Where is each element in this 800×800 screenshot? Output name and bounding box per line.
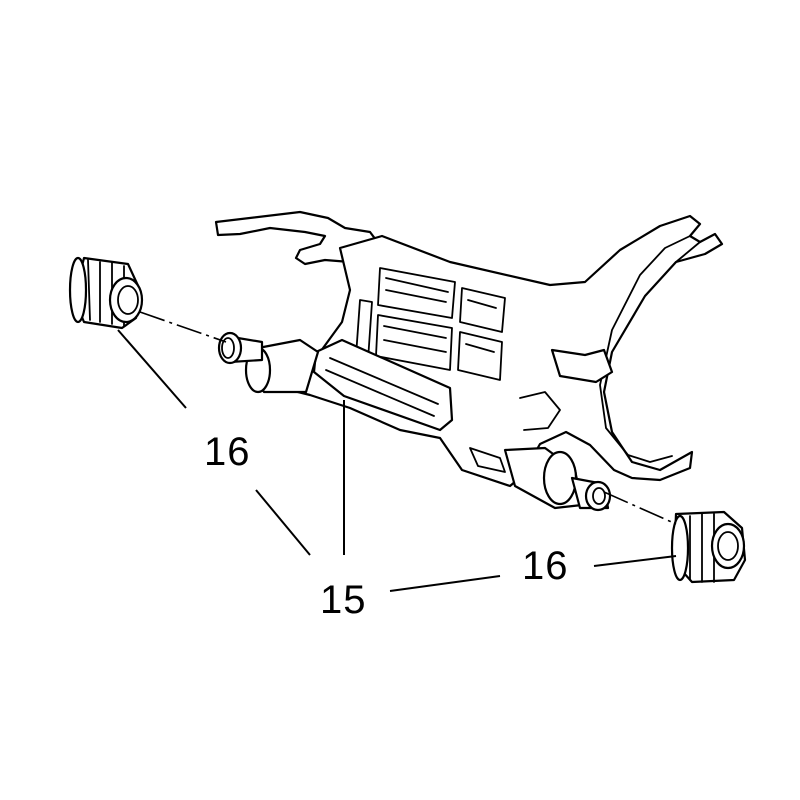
right-assembly-axis — [603, 491, 677, 525]
leader-line-16-left-lower — [255, 489, 311, 556]
release-fork — [214, 210, 724, 488]
left-pivot-pin — [217, 331, 320, 394]
left-bushing — [68, 256, 144, 330]
right-pivot-pin — [503, 446, 612, 512]
fork-lower-channel — [312, 338, 454, 432]
left-assembly-axis — [139, 311, 227, 343]
callout-15: 15 — [320, 578, 367, 622]
callout-16-right: 16 — [522, 544, 569, 588]
fork-claw-clip — [550, 348, 614, 384]
callout-16-left: 16 — [204, 430, 251, 474]
fork-claw-inner-curve — [599, 235, 691, 463]
right-bushing — [670, 510, 747, 584]
fork-web-windows — [355, 267, 506, 381]
leader-line-15-to-16 — [389, 575, 501, 592]
leader-line-16-left-upper — [117, 329, 187, 409]
leader-line-16-right — [593, 555, 677, 567]
